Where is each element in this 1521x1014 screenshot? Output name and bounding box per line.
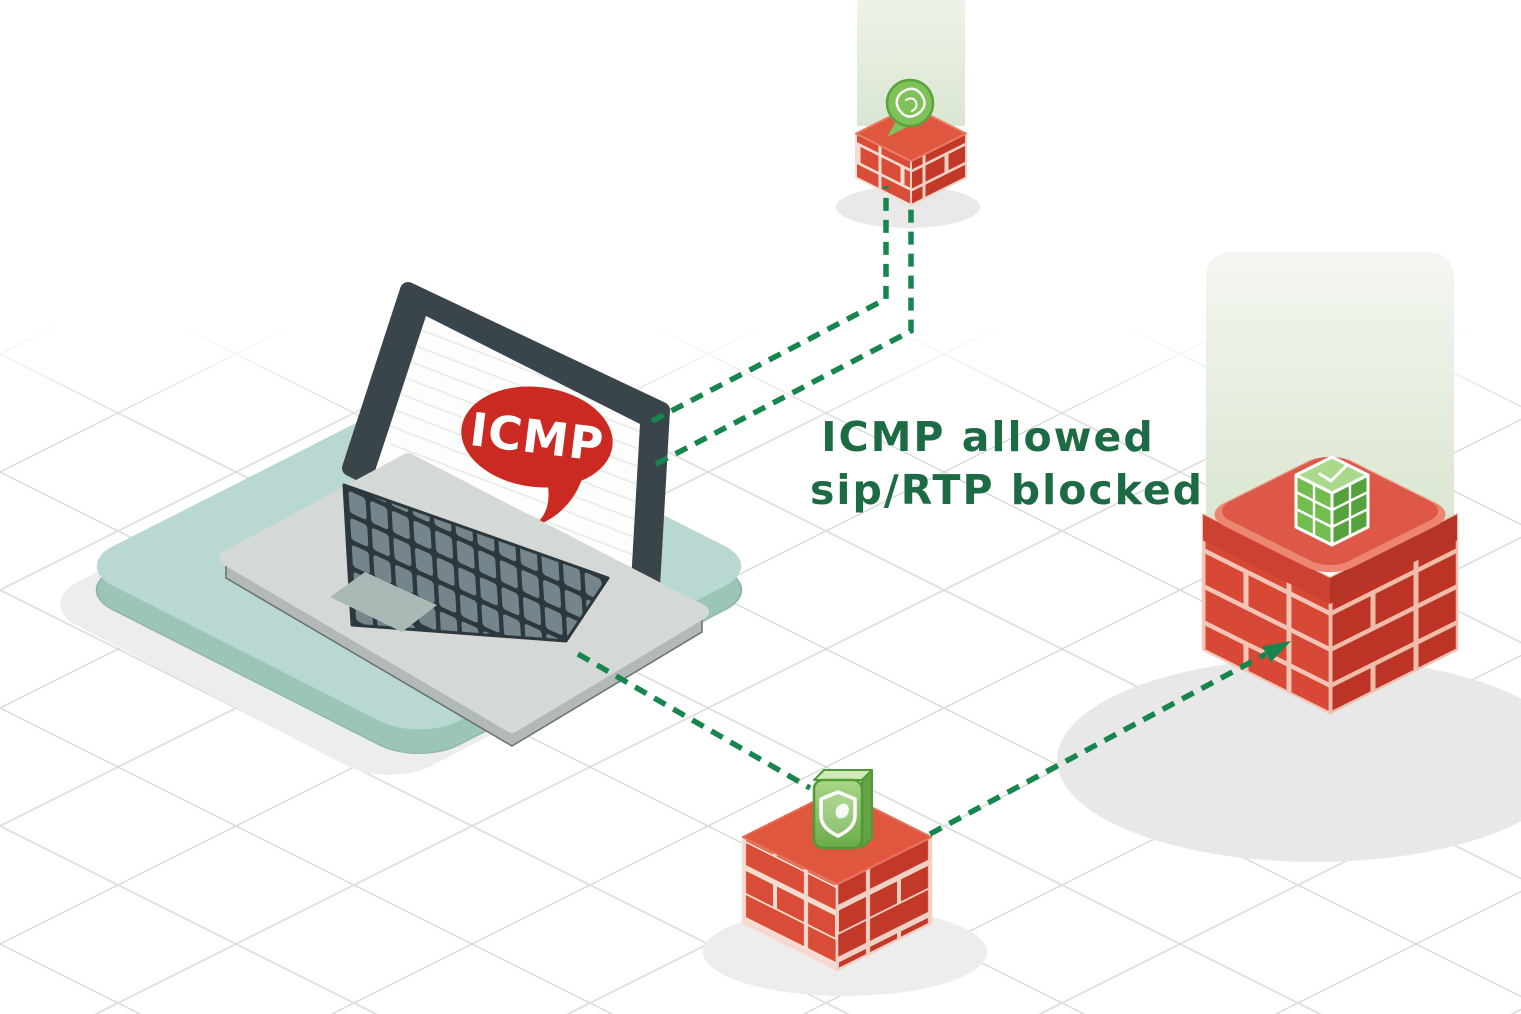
dashed-line-base-to-bottom-firewall [576,651,812,791]
arrowhead-into-right-firewall [1262,641,1291,663]
caption-line-2: sip/RTP blocked [810,466,1204,514]
dashed-line-screen-to-top-firewall-1 [650,186,889,424]
shield-leaf-icon [812,769,873,850]
caption-line-1: ICMP allowed [821,413,1154,461]
caption-text: ICMP allowed sip/RTP blocked [810,413,1204,514]
firewall-bottom [741,769,933,972]
dashed-line-screen-to-top-firewall-2 [654,207,914,467]
connections [576,186,1268,837]
icmp-speech-bubble: ICMP [461,386,613,528]
laptop-touchpad [330,572,437,632]
firewall-top [855,78,967,206]
dashed-line-bottom-to-right-firewall [928,651,1268,837]
laptop: ICMP [219,282,709,747]
glow-band-right [1206,252,1454,548]
server-box-icon [1294,455,1370,547]
firewall-right [1201,455,1459,715]
chat-bubble-icon [885,78,935,137]
